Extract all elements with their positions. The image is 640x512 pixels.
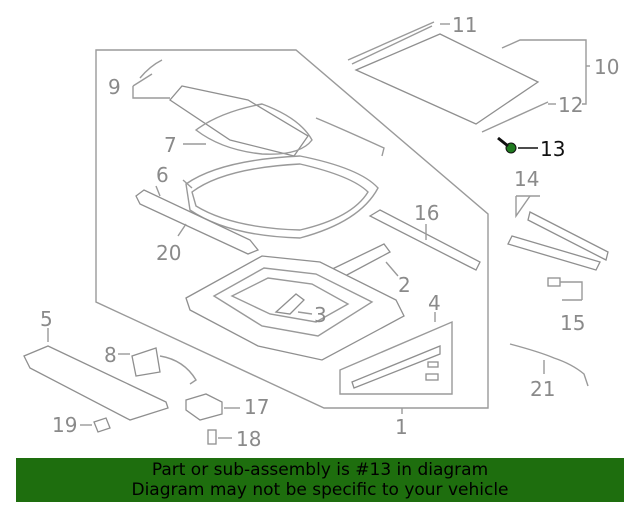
callout-14: 14	[514, 167, 539, 191]
callout-12: 12	[558, 93, 583, 117]
parts-diagram: 1 2 3 4 5 6 7 8 9 10 11 12 13 14 15 16 1…	[23, 13, 619, 451]
part-19-plug	[80, 417, 111, 433]
callout-2: 2	[398, 273, 411, 297]
callout-16: 16	[414, 201, 439, 225]
callout-5: 5	[40, 307, 53, 331]
callout-7: 7	[164, 133, 177, 157]
part-16-rail	[368, 209, 481, 271]
callout-15: 15	[560, 311, 585, 335]
callout-18: 18	[236, 427, 261, 451]
part-21-hose	[509, 343, 589, 387]
part-13-screw	[497, 136, 538, 154]
part-10-glass	[347, 21, 590, 133]
part-14-strip	[507, 195, 609, 271]
assembly-outline	[95, 49, 489, 409]
callout-8: 8	[104, 343, 117, 367]
part-6-frame	[182, 155, 379, 239]
callout-4: 4	[428, 291, 441, 315]
callout-20: 20	[156, 241, 181, 265]
part-3-bracket	[274, 293, 313, 315]
banner-line-2: Diagram may not be specific to your vehi…	[131, 480, 509, 500]
part-18-bolt	[207, 429, 232, 445]
part-17-unit	[185, 393, 240, 421]
callout-9: 9	[108, 75, 121, 99]
part-20-rail	[135, 185, 260, 255]
part-5-shade	[23, 328, 169, 421]
callout-17: 17	[244, 395, 269, 419]
part-4-trims	[339, 312, 453, 395]
callout-10: 10	[594, 55, 619, 79]
callout-13: 13	[540, 137, 565, 161]
callout-3: 3	[314, 303, 327, 327]
callout-1: 1	[395, 415, 408, 439]
callout-21: 21	[530, 377, 555, 401]
part-15-clip	[547, 277, 583, 301]
part-9-panel	[132, 59, 309, 157]
info-banner: Part or sub-assembly is #13 in diagram D…	[16, 458, 624, 502]
banner-line-1: Part or sub-assembly is #13 in diagram	[151, 460, 489, 480]
part-7-seal	[183, 103, 385, 157]
callout-19: 19	[52, 413, 77, 437]
callout-11: 11	[452, 13, 477, 37]
callout-6: 6	[156, 163, 169, 187]
part-8-motor	[118, 347, 197, 385]
